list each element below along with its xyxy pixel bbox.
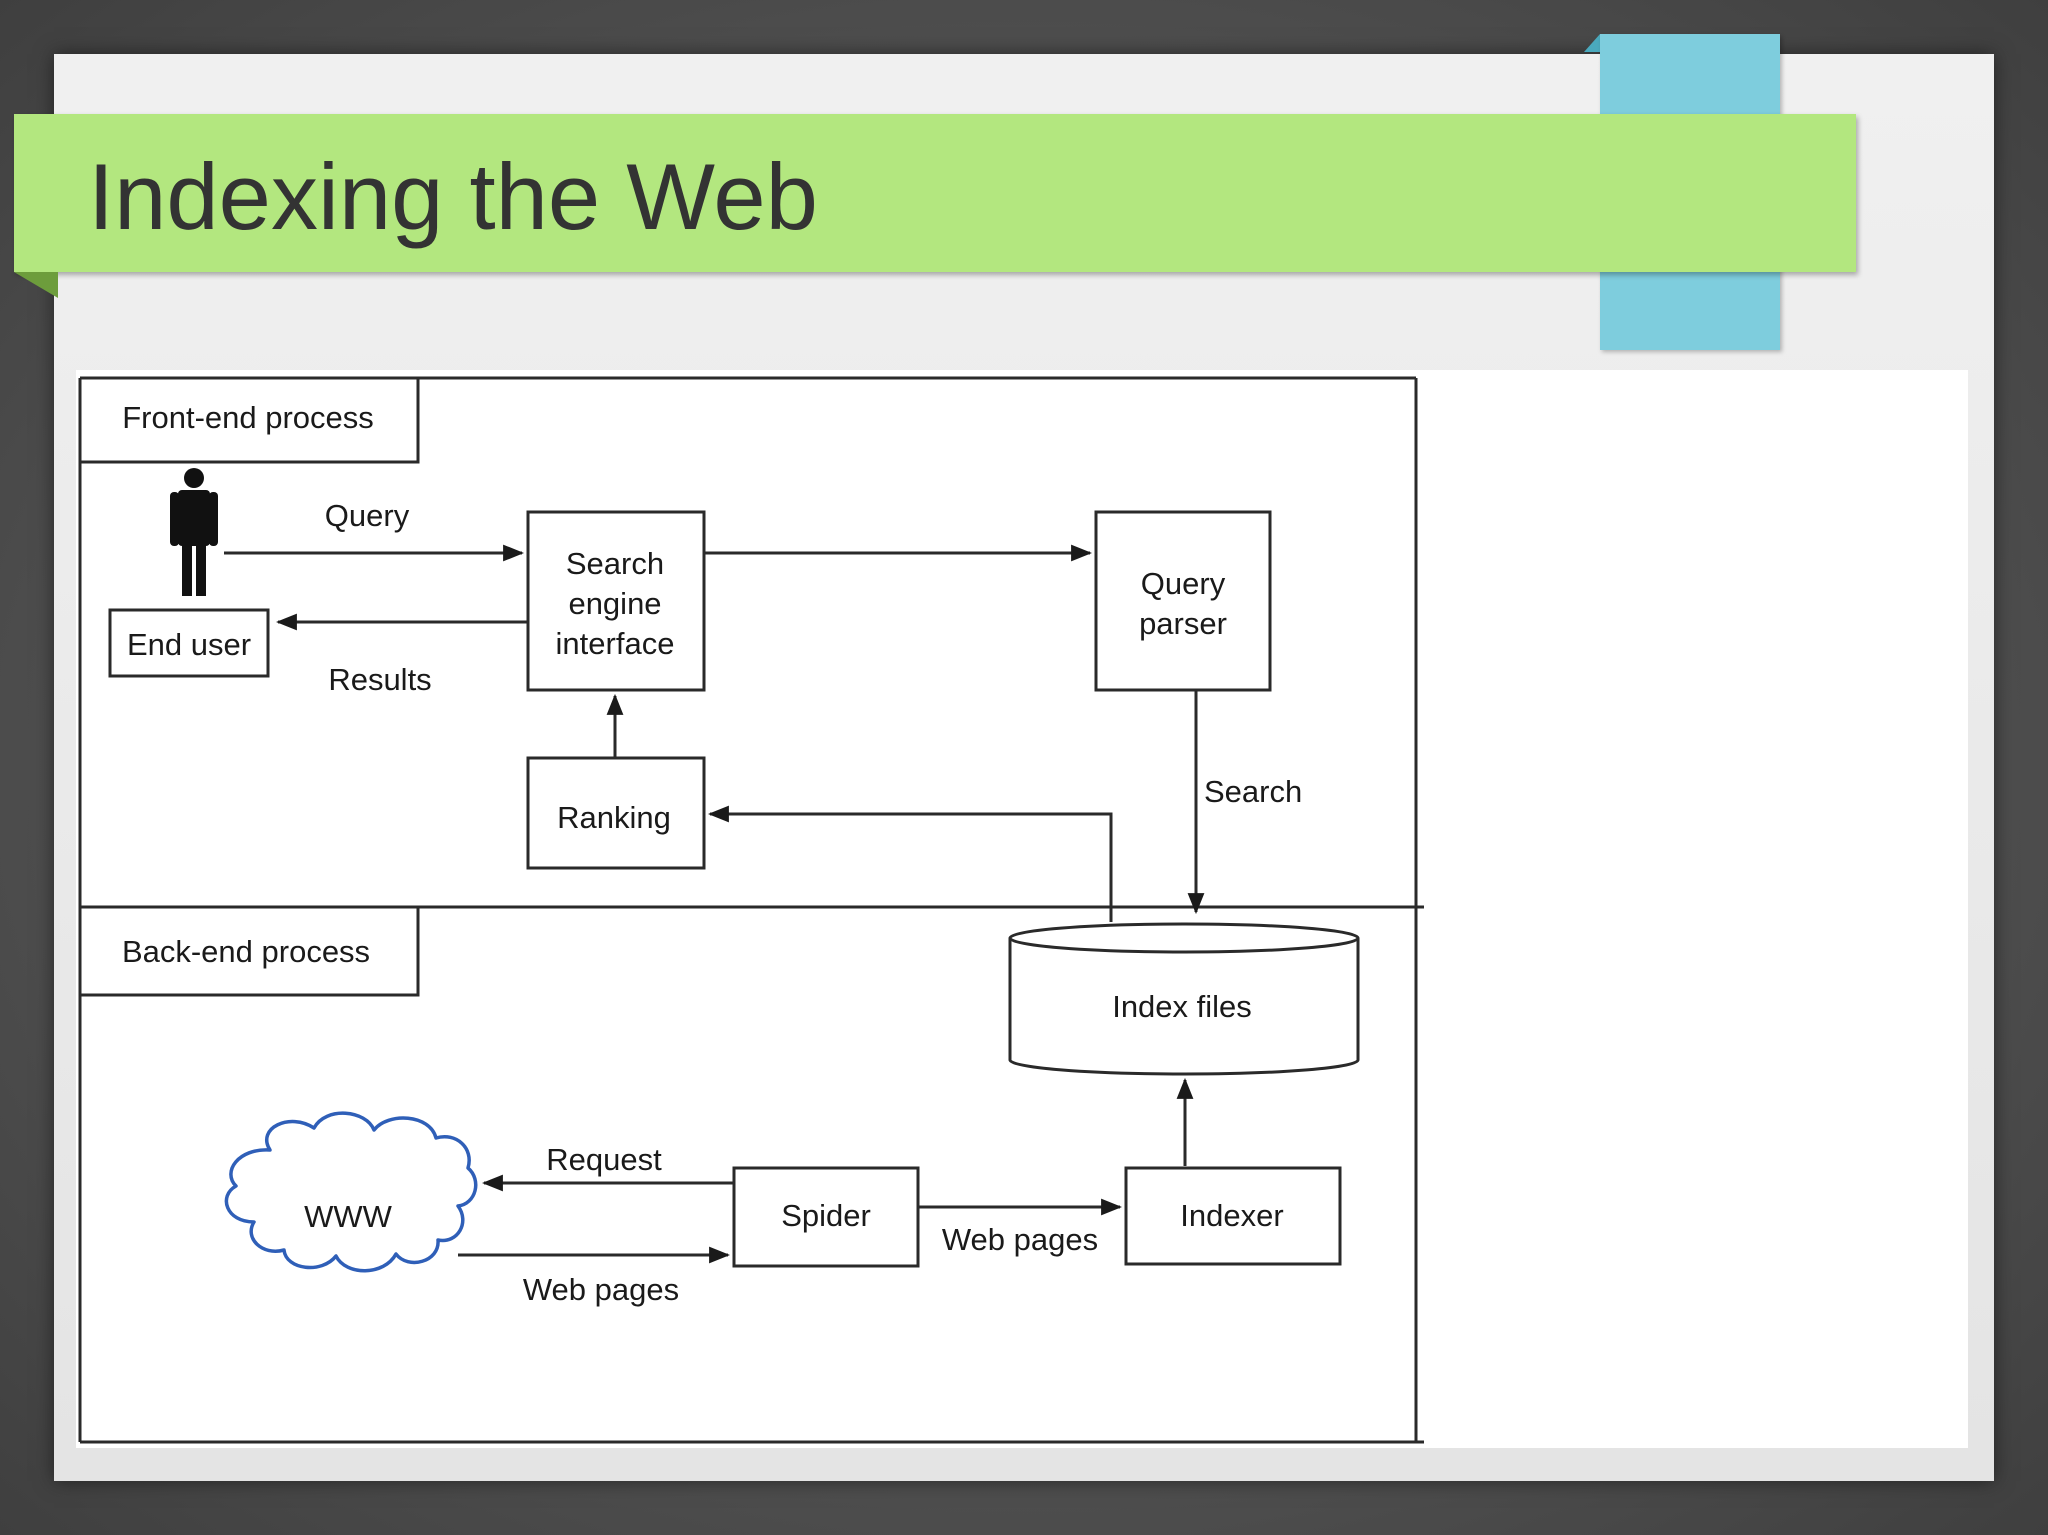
end-user-box: End user — [108, 608, 270, 678]
spider-label: Spider — [781, 1198, 871, 1233]
request-label: Request — [546, 1142, 662, 1177]
end-user-label: End user — [127, 627, 251, 662]
diagram-frame — [78, 376, 1424, 1444]
results-label: Results — [328, 662, 431, 697]
qp-line-1: Query — [1141, 566, 1226, 601]
title-banner — [14, 114, 1856, 272]
back-end-label: Back-end process — [122, 934, 370, 969]
query-label: Query — [325, 498, 410, 533]
web-pages-label-2: Web pages — [942, 1222, 1098, 1257]
query-parser-box: Query parser — [1094, 510, 1272, 692]
index-to-ranking-arrow — [707, 805, 1113, 922]
spider-box: Spider — [732, 1166, 920, 1268]
www-label: WWW — [304, 1199, 393, 1234]
indexer-label: Indexer — [1180, 1198, 1283, 1233]
index-files-cylinder: Index files — [1008, 922, 1360, 1076]
accent-fold — [1584, 34, 1600, 52]
diagram-panel — [76, 370, 1968, 1448]
indexer-box: Indexer — [1124, 1166, 1342, 1266]
search-label: Search — [1204, 774, 1302, 809]
qp-line-2: parser — [1139, 606, 1227, 641]
front-end-label-box: Front-end process — [80, 378, 420, 464]
search-engine-interface-box: Search engine interface — [526, 510, 706, 692]
sei-line-1: Search — [566, 546, 664, 581]
cloud-icon: WWW — [224, 1111, 478, 1273]
ranking-box: Ranking — [526, 756, 706, 870]
person-icon — [170, 468, 218, 596]
index-files-label: Index files — [1112, 989, 1252, 1024]
banner-fold — [14, 272, 58, 298]
slide-title: Indexing the Web — [88, 144, 818, 249]
web-pages-label-1: Web pages — [523, 1272, 679, 1307]
sei-line-2: engine — [568, 586, 661, 621]
ranking-label: Ranking — [557, 800, 671, 835]
sei-line-3: interface — [556, 626, 675, 661]
back-end-label-box: Back-end process — [80, 907, 420, 997]
front-end-label: Front-end process — [122, 400, 374, 435]
